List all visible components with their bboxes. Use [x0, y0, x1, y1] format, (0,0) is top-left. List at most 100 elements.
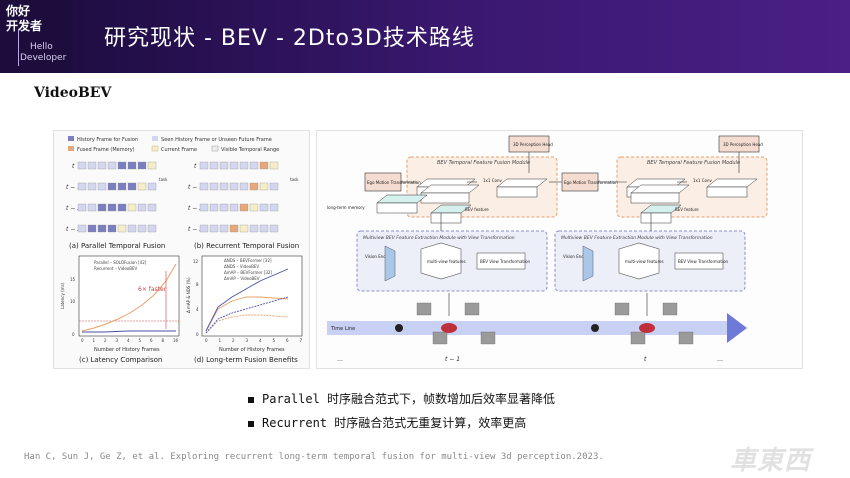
- plot-legend: ΔNDS – BEVFormer [32]: [224, 258, 272, 263]
- x-tick: 1: [219, 338, 222, 343]
- frame-cell: [269, 203, 279, 212]
- legend-swatch: [68, 146, 74, 151]
- perception-head-label: 3D Perception Head: [723, 142, 763, 147]
- plot-frame: [78, 255, 180, 337]
- clock-icon: [395, 324, 403, 332]
- frame-cell: [239, 161, 249, 170]
- y-tick: 0: [72, 332, 75, 337]
- time-label-prev: t − 1: [445, 356, 460, 363]
- camera-image: [678, 331, 694, 345]
- x-tick: 1: [93, 338, 96, 343]
- plot-frame: [201, 255, 303, 337]
- timeline-bar: [327, 321, 727, 335]
- frame-cell: [219, 161, 229, 170]
- legend-item: Current Frame: [161, 147, 197, 153]
- legend-swatch: [151, 145, 159, 152]
- frame-cell: [97, 203, 107, 212]
- vision-encoder-label: Vision Encoder: [365, 254, 395, 259]
- encoder-shape: [384, 245, 396, 282]
- logo-text-line2: 开发者: [6, 19, 43, 33]
- view-transform-box: [476, 252, 526, 270]
- recurrent-line: [82, 330, 176, 333]
- bullet-item: Parallel 时序融合范式下，帧数增加后效率显著降低: [248, 390, 555, 414]
- frame-cell: [219, 224, 229, 233]
- ellipsis-right: …: [717, 356, 723, 363]
- frame-cell: [269, 224, 279, 233]
- frame-cell: [239, 203, 249, 212]
- citation: Han C, Sun J, Ge Z, et al. Exploring rec…: [24, 452, 604, 462]
- frame-cell: [209, 224, 219, 233]
- vision-encoder-label: Vision Encoder: [563, 254, 593, 259]
- encoder-shape: [582, 245, 594, 282]
- frame-cell: [147, 224, 157, 233]
- nds-bevformer-line: [205, 296, 289, 332]
- row-label: t − 2: [66, 205, 81, 212]
- bullet-text: Recurrent 时序融合范式无重复计算，效率更高: [262, 416, 527, 430]
- camera-image: [630, 331, 646, 345]
- frame-cell: [87, 161, 97, 170]
- logo-subtext-2: Developer: [20, 53, 67, 63]
- x-tick: 0: [205, 338, 208, 343]
- multiview-hexagon: [420, 242, 462, 280]
- logo-subtext-1: Hello: [30, 42, 53, 52]
- x-tick: 7: [300, 338, 303, 343]
- multiview-features-label: multi-view features: [625, 259, 664, 264]
- plot-legend: ΔmAP – BEVFormer [32]: [224, 270, 272, 275]
- frame-cell: [97, 224, 107, 233]
- frame-cell: [219, 182, 229, 191]
- row-label: t − 2: [188, 205, 203, 212]
- fusion-slab: [630, 192, 680, 204]
- bev-feature-label: BEV feature: [675, 207, 699, 212]
- fusion-slab: [420, 184, 480, 194]
- module-label: Multiview BEV Feature Extraction Module …: [561, 235, 713, 241]
- memory-label: long-term memory: [327, 205, 365, 210]
- bullet-list: Parallel 时序融合范式下，帧数增加后效率显著降低 Recurrent 时…: [248, 390, 555, 438]
- row-label: t: [72, 163, 75, 170]
- frame-cell: [117, 203, 127, 212]
- frame-cell: [219, 203, 229, 212]
- frame-cell: [147, 182, 157, 191]
- clock-icon: [591, 324, 599, 332]
- bullet-marker: [248, 420, 254, 427]
- x-tick: 3: [116, 338, 119, 343]
- frame-cell: [147, 161, 157, 170]
- timeline-label: Time Line: [330, 326, 355, 332]
- row-label: t − 3: [66, 226, 81, 233]
- frame-cell: [97, 182, 107, 191]
- conv-label: 1x1 Conv: [693, 178, 713, 183]
- module-label: Multiview BEV Feature Extraction Module …: [363, 235, 515, 241]
- frame-cell: [199, 203, 209, 212]
- watermark-logo: 車東西: [730, 446, 812, 476]
- legend-item: History Frame for Fusion: [77, 137, 138, 143]
- ego-motion-label: Ego Motion Transformation: [367, 180, 421, 185]
- frame-cell: [239, 224, 249, 233]
- camera-image: [416, 302, 432, 316]
- legend-swatch: [211, 145, 219, 152]
- latency-plot: 6× faster Parallel – SOLOFusion [42] Rec…: [60, 255, 180, 364]
- row-label: t − 1: [66, 184, 81, 191]
- camera-image: [614, 302, 630, 316]
- legend-item: Visible Temporal Range: [221, 147, 279, 153]
- frame-cell: [147, 203, 157, 212]
- camera-image: [480, 331, 496, 345]
- frame-cell: [199, 182, 209, 191]
- plot-legend: Parallel – SOLOFusion [42]: [94, 260, 147, 265]
- frame-cell: [127, 203, 137, 212]
- frame-cell: [209, 203, 219, 212]
- frame-cell: [137, 224, 147, 233]
- frame-cell: [77, 224, 87, 233]
- fusion-slab: [630, 184, 690, 194]
- row-label: t − 3: [188, 226, 203, 233]
- view-transform-label: BEV View Transformation: [480, 259, 531, 264]
- plot-legend: ΔmAP – VideoBEV: [224, 276, 260, 281]
- frame-cell: [229, 203, 239, 212]
- view-transform-label: BEV View Transformation: [678, 259, 729, 264]
- frame-cell: [107, 161, 117, 170]
- view-transform-box: [674, 252, 724, 270]
- x-tick: 3: [246, 338, 249, 343]
- output-slab: [496, 186, 538, 198]
- frame-cell: [117, 182, 127, 191]
- frame-cell: [77, 203, 87, 212]
- left-figure-svg: History Frame for Fusion Seen History Fr…: [60, 136, 303, 364]
- y-tick: 4: [196, 307, 199, 312]
